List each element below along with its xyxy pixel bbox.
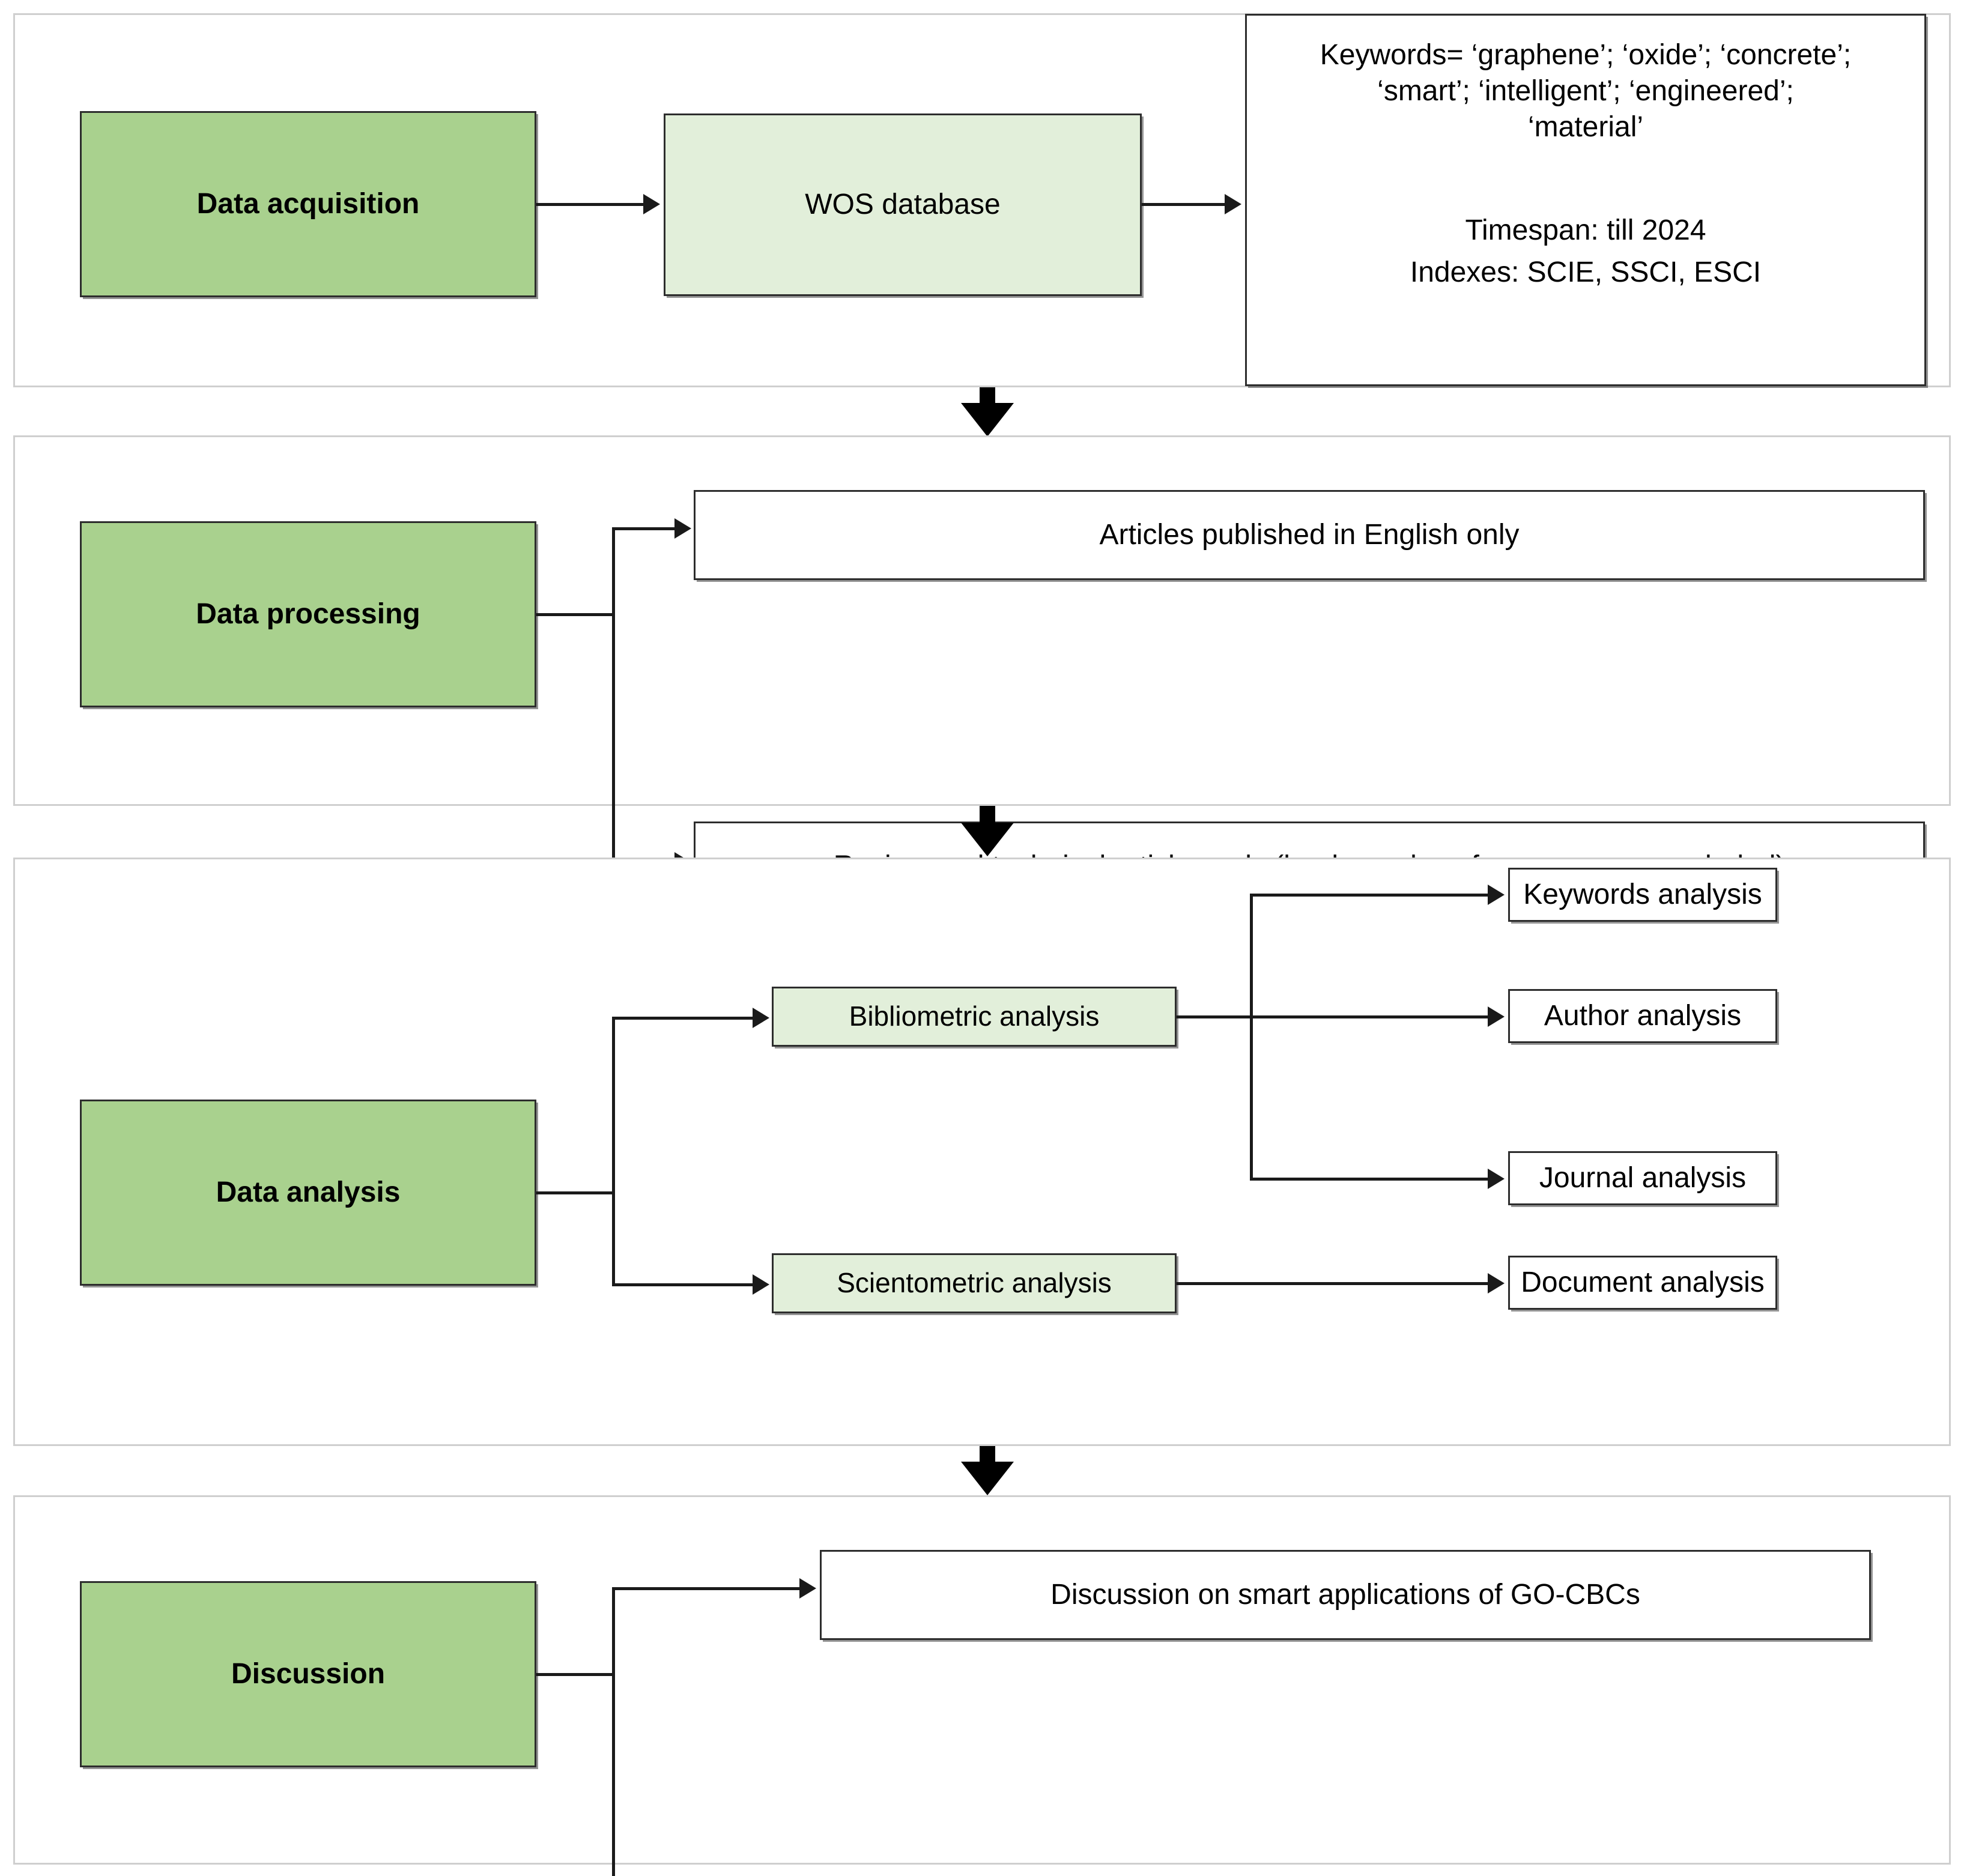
- connector-line: [536, 1191, 614, 1194]
- down-arrow-icon-3: [961, 1446, 1014, 1496]
- query-keywords: Keywords= ‘graphene’; ‘oxide’; ‘concrete…: [1320, 39, 1852, 143]
- stage-box-data-processing[interactable]: Data processing: [80, 521, 536, 707]
- branch-label: Scientometric analysis: [837, 1267, 1112, 1299]
- connector-line: [1250, 1178, 1490, 1181]
- connector-line: [1250, 894, 1490, 897]
- right-arrow-icon: [753, 1274, 769, 1295]
- connector-line: [1142, 203, 1226, 206]
- right-arrow-icon: [1488, 1006, 1505, 1027]
- connector-line: [536, 613, 614, 616]
- leaf-label: Document analysis: [1521, 1266, 1765, 1298]
- leaf-box-author-analysis[interactable]: Author analysis: [1508, 989, 1777, 1043]
- stage-label: Data analysis: [216, 1176, 401, 1208]
- leaf-box-keywords-analysis[interactable]: Keywords analysis: [1508, 868, 1777, 922]
- right-arrow-icon: [643, 194, 660, 214]
- right-arrow-icon: [1488, 885, 1505, 905]
- connector-line: [612, 527, 677, 530]
- connector-line: [536, 1673, 614, 1676]
- query-timespan: Timespan: till 2024: [1465, 214, 1706, 246]
- criterion-box-1[interactable]: Articles published in English only: [694, 490, 1925, 580]
- topic-label: Discussion on smart applications of GO-C…: [1050, 1579, 1640, 1611]
- right-arrow-icon: [799, 1578, 816, 1599]
- down-arrow-icon-1: [961, 387, 1014, 437]
- stage-label: Data acquisition: [196, 188, 420, 220]
- stage-label: Data processing: [196, 598, 420, 630]
- section-data-analysis: Data analysis Bibliometric analysis Scie…: [13, 858, 1951, 1446]
- connector-line: [612, 1017, 615, 1286]
- right-arrow-icon: [1225, 194, 1241, 214]
- node-wos-database[interactable]: WOS database: [664, 113, 1142, 296]
- connector-line: [1177, 1015, 1252, 1018]
- connector-line: [1250, 894, 1253, 1180]
- stage-box-data-acquisition[interactable]: Data acquisition: [80, 111, 536, 297]
- right-arrow-icon: [1488, 1169, 1505, 1189]
- connector-line: [536, 203, 644, 206]
- branch-box-scientometric[interactable]: Scientometric analysis: [772, 1253, 1177, 1313]
- leaf-label: Author analysis: [1544, 1000, 1742, 1032]
- section-discussion: Discussion Discussion on smart applicati…: [13, 1495, 1951, 1876]
- stage-box-discussion[interactable]: Discussion: [80, 1581, 536, 1767]
- branch-box-bibliometric[interactable]: Bibliometric analysis: [772, 987, 1177, 1047]
- section-data-acquisition: Data acquisition WOS database Keywords= …: [13, 13, 1951, 387]
- leaf-label: Journal analysis: [1539, 1162, 1747, 1194]
- connector-line: [612, 1017, 755, 1020]
- right-arrow-icon: [753, 1008, 769, 1028]
- topic-box-1[interactable]: Discussion on smart applications of GO-C…: [820, 1550, 1871, 1640]
- leaf-box-journal-analysis[interactable]: Journal analysis: [1508, 1151, 1777, 1205]
- right-arrow-icon: [1488, 1273, 1505, 1294]
- node-search-query[interactable]: Keywords= ‘graphene’; ‘oxide’; ‘concrete…: [1245, 14, 1926, 386]
- wos-database-label: WOS database: [805, 189, 1001, 220]
- branch-label: Bibliometric analysis: [849, 1000, 1100, 1032]
- stage-box-data-analysis[interactable]: Data analysis: [80, 1100, 536, 1286]
- stage-label: Discussion: [231, 1658, 386, 1690]
- right-arrow-icon: [674, 518, 691, 539]
- connector-line: [612, 1283, 755, 1286]
- connector-line: [612, 527, 615, 864]
- connector-line: [612, 1587, 802, 1590]
- down-arrow-icon-2: [961, 806, 1014, 858]
- leaf-label: Keywords analysis: [1523, 879, 1762, 910]
- query-indexes: Indexes: SCIE, SSCI, ESCI: [1410, 256, 1762, 288]
- criterion-label: Articles published in English only: [1099, 519, 1520, 551]
- connector-line: [1250, 1015, 1490, 1018]
- leaf-box-document-analysis[interactable]: Document analysis: [1508, 1256, 1777, 1310]
- connector-line: [612, 1587, 615, 1876]
- section-data-processing: Data processing Articles published in En…: [13, 435, 1951, 912]
- connector-line: [1177, 1282, 1490, 1285]
